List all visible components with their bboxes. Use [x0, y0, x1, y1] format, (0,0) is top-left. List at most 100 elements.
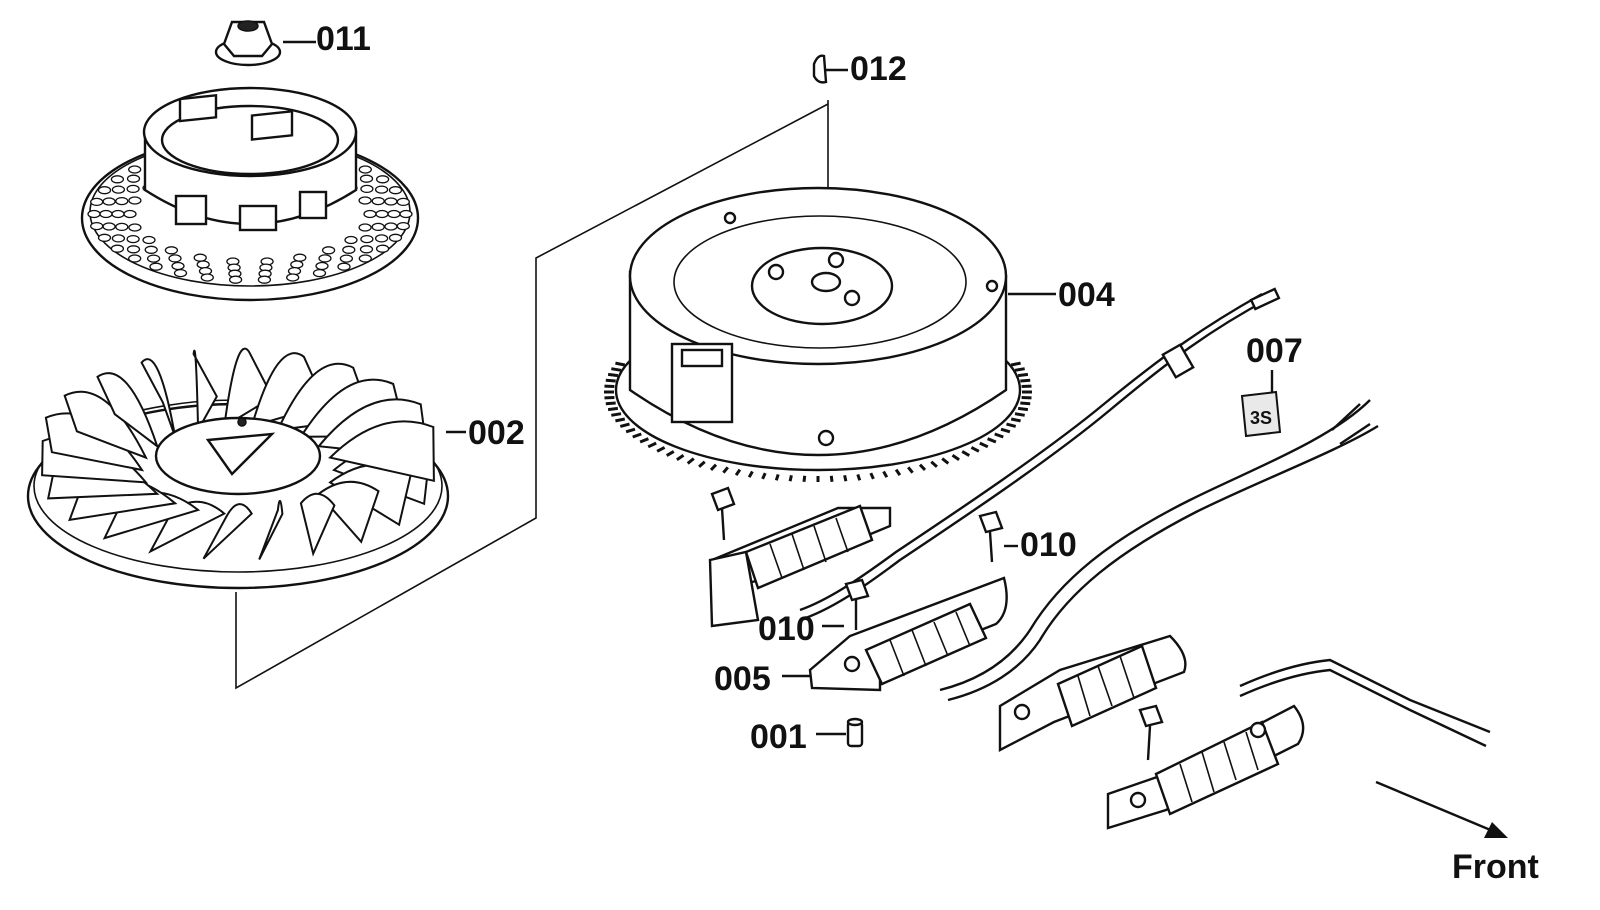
screen-hole	[399, 209, 413, 219]
screen-hole	[97, 233, 112, 242]
screen-hole	[110, 175, 125, 184]
screen-hole	[321, 246, 336, 255]
screen-hole	[396, 221, 410, 231]
fan-blade	[140, 358, 177, 438]
screen-hole	[173, 268, 188, 278]
fan-blade	[192, 349, 218, 434]
fan-blade	[202, 503, 253, 560]
gear-tooth	[930, 460, 938, 468]
tag-text: 3S	[1250, 408, 1272, 428]
label-front: Front	[1452, 848, 1539, 886]
screen-hole	[102, 222, 116, 231]
label-010-b: 010	[758, 610, 815, 648]
gear-tooth	[747, 470, 754, 478]
part-001-dowel-pin	[816, 717, 864, 748]
gear-tooth	[734, 468, 742, 476]
screen-hole	[87, 209, 101, 219]
screen-hole	[110, 244, 125, 253]
screen-hole	[290, 260, 304, 269]
screen-hole	[371, 222, 385, 232]
screen-hole	[111, 185, 126, 194]
screen-hole	[384, 222, 398, 231]
screen-hole	[344, 235, 358, 245]
screen-hole	[286, 273, 300, 282]
part-010-bolt-b	[822, 578, 870, 630]
screen-hole	[97, 186, 112, 195]
screen-hole	[359, 174, 374, 183]
screen-hole	[142, 235, 156, 245]
screen-hole	[193, 253, 207, 262]
gear-tooth	[625, 427, 636, 434]
gear-tooth	[882, 470, 889, 478]
gear-tooth	[1006, 422, 1017, 428]
gear-tooth	[941, 457, 950, 465]
screen-hole	[90, 221, 104, 231]
gear-tooth	[761, 472, 767, 480]
screen-hole	[360, 234, 374, 244]
gear-tooth	[802, 475, 807, 482]
part-004-flywheel	[604, 186, 1056, 482]
screen-hole	[99, 209, 113, 219]
screen-hole	[111, 234, 126, 243]
gear-tooth	[951, 453, 960, 461]
screen-hole	[126, 245, 141, 254]
gear-tooth	[918, 463, 927, 471]
part-005-ignition-coil	[782, 576, 1008, 692]
screen-hole	[126, 234, 140, 244]
label-010-a: 010	[1020, 526, 1077, 564]
label-001: 001	[750, 718, 807, 756]
gear-tooth	[615, 361, 626, 367]
fan-blade	[328, 420, 435, 483]
gear-tooth	[894, 468, 902, 476]
gear-tooth	[607, 372, 619, 378]
cable-harness-b	[939, 399, 1491, 748]
charging-coil-3	[998, 634, 1187, 752]
screen-hole	[257, 275, 272, 284]
gear-tooth	[1010, 417, 1021, 423]
bolt-lower	[1138, 704, 1164, 761]
gear-tooth	[979, 441, 989, 449]
screen-hole	[293, 253, 307, 262]
gear-tooth	[856, 473, 862, 481]
gear-tooth	[843, 474, 848, 482]
screen-hole	[374, 185, 389, 194]
label-002: 002	[468, 414, 525, 452]
screen-hole	[339, 254, 354, 263]
screen-hole	[164, 246, 179, 255]
screen-hole	[144, 245, 158, 254]
screen-hole	[371, 196, 385, 206]
screen-hole	[315, 261, 329, 271]
gear-tooth	[987, 437, 997, 444]
screen-hole	[342, 245, 356, 254]
screen-hole	[115, 222, 129, 232]
part-002-cooling-fan	[26, 347, 466, 590]
gear-tooth	[686, 457, 695, 465]
gear-tooth	[774, 473, 780, 481]
screen-hole	[128, 254, 142, 263]
fan-blade	[63, 390, 148, 460]
screen-hole	[228, 275, 243, 284]
screen-hole	[171, 261, 185, 271]
screen-hole	[337, 262, 351, 271]
gear-tooth	[611, 412, 622, 417]
gear-tooth	[607, 406, 619, 412]
screen-hole	[90, 197, 104, 207]
screen-hole	[149, 262, 163, 271]
gear-tooth	[1020, 401, 1031, 406]
gear-tooth	[1000, 427, 1011, 434]
fan-blade	[96, 372, 160, 449]
ring-gear-teeth	[604, 361, 1032, 482]
screen-hole	[388, 233, 403, 242]
part-010-bolt-a	[978, 510, 1018, 563]
fan-blade	[258, 499, 284, 560]
gear-tooth	[1014, 412, 1025, 417]
charging-coil-4	[1106, 704, 1305, 830]
gear-tooth	[829, 475, 834, 482]
gear-tooth	[1010, 361, 1021, 367]
fan-blade	[223, 347, 274, 429]
screen-hole	[102, 197, 116, 206]
gear-tooth	[961, 450, 971, 457]
gear-tooth	[1017, 372, 1029, 378]
charging-coil-1	[708, 504, 892, 628]
screen-hole	[375, 175, 390, 184]
